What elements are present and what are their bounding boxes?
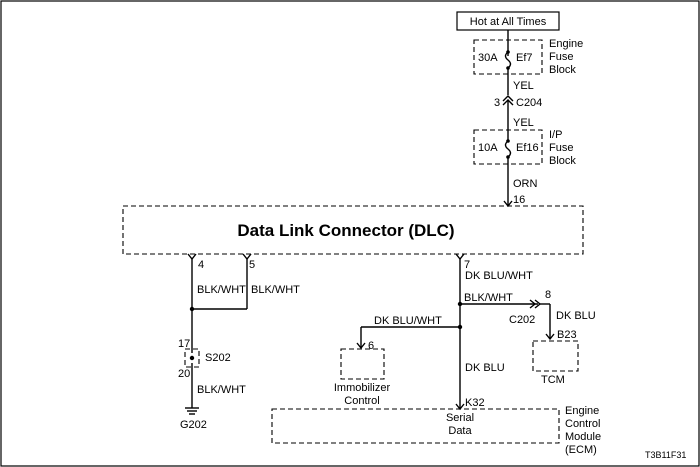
tcm-pin-label: B23	[557, 329, 577, 341]
junction-pin4-pin5	[189, 306, 195, 312]
connector-c202-name: C202	[509, 314, 535, 326]
splice-s202-top-pin: 17	[178, 338, 190, 350]
splice-s202-bottom-pin: 20	[178, 368, 190, 380]
dlc-pin-4-label: 4	[198, 259, 204, 271]
ip-fuse-block-label-3: Block	[549, 155, 576, 167]
ecm-label-4: (ECM)	[565, 444, 597, 456]
ecm-terminal-label-2: Data	[448, 425, 472, 437]
fuse-ef16-symbol	[504, 140, 512, 158]
ecm-pin-label: K32	[465, 397, 485, 409]
immobilizer-label-2: Control	[344, 395, 379, 407]
tcm-pin-terminal	[545, 333, 555, 341]
wire-yel-upper-label: YEL	[513, 80, 534, 92]
fuse-ef7-terminal-top	[506, 50, 510, 54]
dlc-pin-7-label: 7	[464, 259, 470, 271]
ip-fuse-block-label-2: Fuse	[549, 142, 573, 154]
wire-yel-lower-label: YEL	[513, 117, 534, 129]
connector-c204-pin: 3	[494, 97, 500, 109]
junction-immo-branch	[457, 324, 463, 330]
wire-blk-wht-pin4-label: BLK/WHT	[197, 284, 246, 296]
ecm-terminal-label-1: Serial	[446, 412, 474, 424]
wire-dk-blu-ecm-label: DK BLU	[465, 362, 505, 374]
tcm-label: TCM	[541, 374, 565, 386]
fuse-ef7-rating: 30A	[478, 52, 498, 64]
connector-c204-top	[502, 95, 514, 102]
engine-fuse-block-label-2: Fuse	[549, 51, 573, 63]
ecm-label-1: Engine	[565, 405, 599, 417]
fuse-ef7-symbol	[504, 51, 512, 69]
dlc-box	[122, 205, 584, 255]
connector-c202-left	[529, 299, 537, 309]
figure-code: T3B11F31	[645, 450, 686, 460]
ecm-box	[271, 408, 560, 444]
ground-g202-label: G202	[180, 419, 207, 431]
immobilizer-label-1: Immobilizer	[334, 382, 391, 394]
tcm-box	[532, 340, 579, 372]
connector-c204-bottom	[502, 99, 514, 106]
dlc-pin-5-label: 5	[249, 259, 255, 271]
ip-fuse-block-label-1: I/P	[549, 129, 562, 141]
wire-dk-blu-tcm-label: DK BLU	[556, 310, 596, 322]
dlc-title: Data Link Connector (DLC)	[237, 221, 454, 240]
connector-c202-pin: 8	[545, 289, 551, 301]
junction-tcm-branch	[457, 301, 463, 307]
fuse-ef7-id: Ef7	[516, 52, 533, 64]
power-source-label: Hot at All Times	[470, 16, 547, 28]
wire-blk-wht-pin5-label: BLK/WHT	[251, 284, 300, 296]
splice-s202-label: S202	[205, 352, 231, 364]
ground-icon	[185, 407, 199, 415]
wire-dk-blu-wht-immo-label: DK BLU/WHT	[374, 315, 442, 327]
wire-blk-wht-ground-label: BLK/WHT	[197, 384, 246, 396]
dlc-pin-16-label: 16	[513, 194, 525, 206]
ecm-label-2: Control	[565, 418, 600, 430]
engine-fuse-block-label-3: Block	[549, 64, 576, 76]
fuse-ef16-terminal-top	[506, 139, 510, 143]
immobilizer-pin-label: 6	[368, 340, 374, 352]
connector-c204-name: C204	[516, 97, 542, 109]
immobilizer-pin-terminal	[356, 342, 366, 350]
engine-fuse-block-label-1: Engine	[549, 38, 583, 50]
splice-s202-dot	[189, 355, 195, 361]
fuse-ef16-id: Ef16	[516, 142, 539, 154]
wire-dk-blu-wht-main-label: DK BLU/WHT	[465, 270, 533, 282]
immobilizer-box	[340, 348, 385, 380]
wire-blk-wht-tcm-label: BLK/WHT	[464, 292, 513, 304]
fuse-ef16-rating: 10A	[478, 142, 498, 154]
wire-orn-label: ORN	[513, 178, 538, 190]
ecm-label-3: Module	[565, 431, 601, 443]
